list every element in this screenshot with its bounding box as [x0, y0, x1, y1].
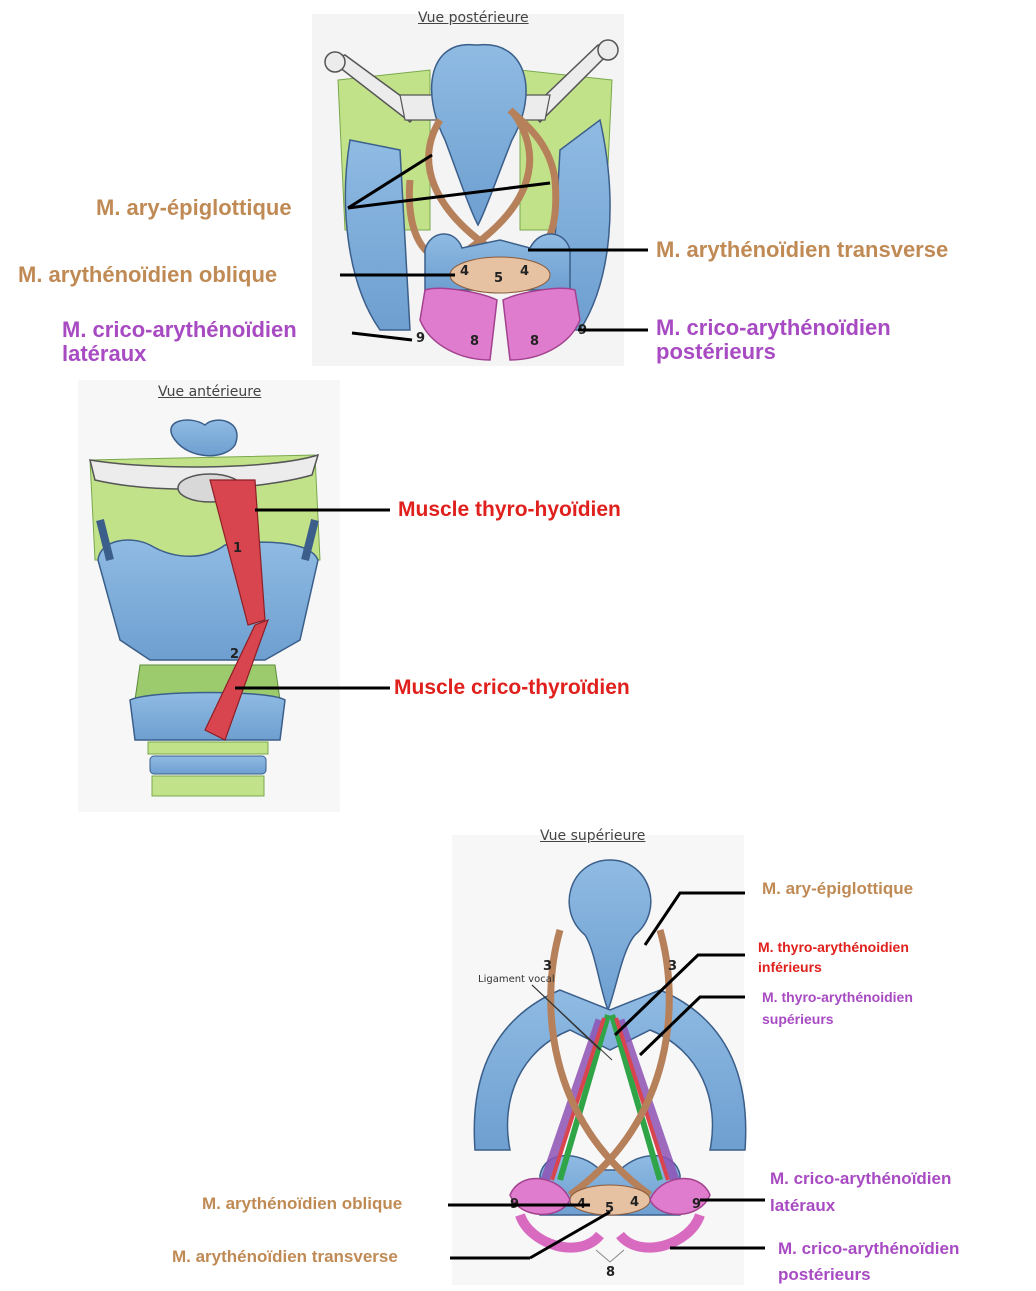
posterior-view-drawing: 4 5 4 9 8 8 9	[312, 14, 624, 366]
svg-text:3: 3	[668, 959, 677, 974]
posterior-view-title: Vue postérieure	[418, 10, 529, 26]
label-thyro-arythenoidien-superieurs-line1: M. thyro-arythénoidien	[762, 990, 913, 1005]
superior-view-title: Vue supérieure	[540, 828, 645, 844]
label-crico-arythenoidien-lateraux-superior-line2: latéraux	[770, 1197, 835, 1216]
label-ary-epiglottique-posterior: M. ary-épiglottique	[96, 196, 292, 220]
svg-text:Ligament vocal: Ligament vocal	[478, 974, 555, 985]
svg-text:4: 4	[630, 1195, 639, 1210]
label-muscle-thyro-hyoidien: Muscle thyro-hyoïdien	[398, 498, 621, 521]
anterior-view-drawing: 1 2	[78, 380, 340, 812]
svg-text:4: 4	[520, 264, 529, 279]
label-arythenoidien-transverse-posterior: M. arythénoïdien transverse	[656, 238, 948, 262]
svg-text:9: 9	[692, 1197, 701, 1212]
label-arythenoidien-oblique-posterior: M. arythénoïdien oblique	[18, 263, 277, 287]
label-thyro-arythenoidien-inferieurs-line2: inférieurs	[758, 960, 822, 975]
svg-text:9: 9	[416, 331, 425, 346]
svg-text:1: 1	[233, 541, 242, 556]
label-thyro-arythenoidien-superieurs-line2: supérieurs	[762, 1012, 834, 1027]
svg-text:8: 8	[606, 1265, 615, 1280]
svg-text:8: 8	[470, 334, 479, 349]
label-muscle-crico-thyroidien: Muscle crico-thyroïdien	[394, 676, 630, 699]
label-thyro-arythenoidien-inferieurs-line1: M. thyro-arythénoidien	[758, 940, 909, 955]
label-crico-arythenoidien-lateraux-posterior: M. crico-arythénoïdien latéraux	[62, 318, 362, 364]
label-crico-arythenoidien-posterieurs-superior-line1: M. crico-arythénoïdien	[778, 1240, 959, 1259]
svg-text:8: 8	[530, 334, 539, 349]
svg-text:4: 4	[460, 264, 469, 279]
svg-text:2: 2	[230, 647, 239, 662]
label-crico-arythenoidien-posterieurs-posterior: M. crico-arythénoïdien postérieurs	[656, 316, 966, 374]
label-arythenoidien-transverse-superior: M. arythénoïdien transverse	[172, 1248, 398, 1267]
anterior-view-title: Vue antérieure	[158, 384, 261, 400]
svg-text:3: 3	[543, 959, 552, 974]
label-crico-arythenoidien-posterieurs-superior-line2: postérieurs	[778, 1266, 871, 1285]
label-arythenoidien-oblique-superior: M. arythénoïdien oblique	[202, 1195, 402, 1214]
svg-text:5: 5	[494, 271, 503, 286]
label-crico-arythenoidien-lateraux-superior-line1: M. crico-arythénoïdien	[770, 1170, 951, 1189]
label-ary-epiglottique-superior: M. ary-épiglottique	[762, 880, 913, 899]
